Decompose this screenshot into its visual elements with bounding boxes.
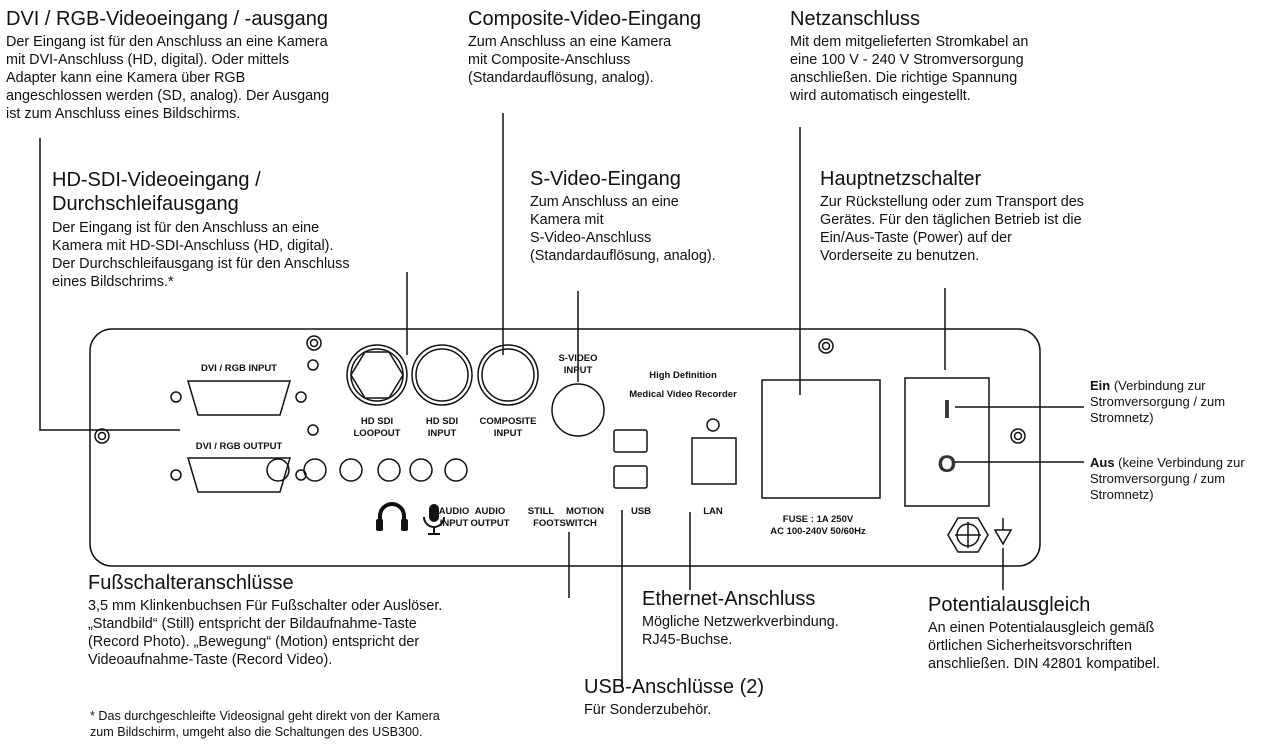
earth-ground-icon xyxy=(993,518,1013,546)
footnote: * Das durchgeschleifte Videosignal geht … xyxy=(90,709,440,739)
composite-input-label-1: COMPOSITE xyxy=(479,416,536,427)
audio-output-label-1: AUDIO xyxy=(475,506,506,517)
switch-off-mark: O xyxy=(938,451,957,478)
footswitch-callout: Fußschalteranschlüsse 3,5 mm Klinkenbuch… xyxy=(88,572,558,669)
power-connector-callout-body: Mit dem mitgelieferten Stromkabel an ein… xyxy=(790,34,1029,104)
hd-sdi-loopout-label-2: LOOPOUT xyxy=(354,428,401,439)
svideo-connector xyxy=(551,383,605,437)
switch-off-label: Aus (keine Verbindung zur Stromversorgun… xyxy=(1090,455,1262,503)
switch-off-label-text: (keine Verbindung zur Stromversorgung / … xyxy=(1090,455,1245,502)
lan-label: LAN xyxy=(703,506,723,517)
bnc-hd-sdi-loopout xyxy=(346,344,408,406)
lan-port xyxy=(691,437,737,485)
usb-callout-body: Für Sonderzubehör. xyxy=(584,702,712,718)
microphone-icon xyxy=(423,504,445,535)
dvi-input-label: DVI / RGB INPUT xyxy=(201,363,277,374)
svideo-input-label-2: INPUT xyxy=(564,365,593,376)
main-switch-callout-title: Hauptnetzschalter xyxy=(820,168,982,190)
footswitch-callout-body: 3,5 mm Klinkenbuchsen Für Fußschalter od… xyxy=(88,598,443,668)
ground-terminal xyxy=(947,517,989,553)
ethernet-callout-body: Mögliche Netzwerkverbindung. RJ45-Buchse… xyxy=(642,614,839,648)
switch-on-label-text: (Verbindung zur Stromversorgung / zum St… xyxy=(1090,378,1226,425)
usb-port-1 xyxy=(613,429,648,453)
bnc-hd-sdi-input xyxy=(411,344,473,406)
svideo-callout: S-Video-Eingang Zum Anschluss an eine Ka… xyxy=(530,168,800,265)
usb-callout: USB-Anschlüsse (2) Für Sonderzubehör. xyxy=(584,676,814,719)
audio-input-label-1: AUDIO xyxy=(439,506,470,517)
panel-screws xyxy=(94,335,1026,444)
leader-lines xyxy=(39,113,1084,688)
panel-outline xyxy=(89,328,1041,567)
switch-on-label: Ein (Verbindung zur Stromversorgung / zu… xyxy=(1090,378,1260,426)
power-connector-callout: Netzanschluss Mit dem mitgelieferten Str… xyxy=(790,8,1110,105)
main-switch-callout: Hauptnetzschalter Zur Rückstellung oder … xyxy=(820,168,1150,265)
usb-port-2 xyxy=(613,465,648,489)
equipotential-callout-title: Potentialausgleich xyxy=(928,594,1091,616)
motion-label: MOTION xyxy=(566,506,604,517)
dvi-callout-body: Der Eingang ist für den Anschluss an ein… xyxy=(6,34,330,122)
switch-on-mark: I xyxy=(943,394,950,424)
main-switch xyxy=(904,377,990,507)
bnc-composite-input xyxy=(477,344,539,406)
composite-callout-body: Zum Anschluss an eine Kamera mit Composi… xyxy=(468,34,672,86)
still-label: STILL xyxy=(528,506,555,517)
dvi-screw-hole xyxy=(307,424,319,436)
dvi-output-label: DVI / RGB OUTPUT xyxy=(196,441,283,452)
footswitch-label: FOOTSWITCH xyxy=(533,518,597,529)
headphone-icon xyxy=(376,502,408,531)
lan-led xyxy=(706,418,720,432)
dvi-input-connector xyxy=(170,380,307,416)
power-inlet xyxy=(761,379,881,499)
svideo-callout-body: Zum Anschluss an eine Kamera mit S-Video… xyxy=(530,194,716,264)
main-switch-callout-body: Zur Rückstellung oder zum Transport des … xyxy=(820,194,1084,264)
usb-label: USB xyxy=(631,506,651,517)
device-name-line-1: High Definition xyxy=(649,370,717,381)
device-name-line-2: Medical Video Recorder xyxy=(629,389,737,400)
jack-row xyxy=(266,458,468,482)
power-connector-callout-title: Netzanschluss xyxy=(790,8,921,30)
dvi-screw-hole xyxy=(307,359,319,371)
composite-callout-title: Composite-Video-Eingang xyxy=(468,8,702,30)
hdsdi-callout-body: Der Eingang ist für den Anschluss an ein… xyxy=(52,220,350,290)
equipotential-callout-body: An einen Potentialausgleich gemäß örtlic… xyxy=(928,620,1160,672)
switch-off-label-bold: Aus xyxy=(1090,455,1115,470)
usb-callout-title: USB-Anschlüsse (2) xyxy=(584,676,765,698)
svideo-input-label-1: S-VIDEO xyxy=(558,353,597,364)
ethernet-callout-title: Ethernet-Anschluss xyxy=(642,588,816,610)
footswitch-callout-title: Fußschalteranschlüsse xyxy=(88,572,294,594)
hd-sdi-loopout-label-1: HD SDI xyxy=(361,416,393,427)
svideo-callout-title: S-Video-Eingang xyxy=(530,168,681,190)
ethernet-callout: Ethernet-Anschluss Mögliche Netzwerkverb… xyxy=(642,588,932,649)
composite-callout: Composite-Video-Eingang Zum Anschluss an… xyxy=(468,8,768,87)
dvi-callout-title: DVI / RGB-Videoeingang / -ausgang xyxy=(6,8,329,30)
dvi-callout: DVI / RGB-Videoeingang / -ausgang Der Ei… xyxy=(6,8,466,123)
audio-input-label-2: INPUT xyxy=(440,518,469,529)
hd-sdi-input-label-1: HD SDI xyxy=(426,416,458,427)
audio-output-label-2: OUTPUT xyxy=(470,518,509,529)
hdsdi-callout-title: HD-SDI-Videoeingang / Durchschleifausgan… xyxy=(52,169,261,215)
composite-input-label-2: INPUT xyxy=(494,428,523,439)
hdsdi-callout: HD-SDI-Videoeingang / Durchschleifausgan… xyxy=(52,168,472,291)
fuse-label-1: FUSE : 1A 250V xyxy=(783,514,854,525)
hd-sdi-input-label-2: INPUT xyxy=(428,428,457,439)
switch-on-label-bold: Ein xyxy=(1090,378,1111,393)
equipotential-callout: Potentialausgleich An einen Potentialaus… xyxy=(928,594,1248,673)
fuse-label-2: AC 100-240V 50/60Hz xyxy=(770,526,866,537)
